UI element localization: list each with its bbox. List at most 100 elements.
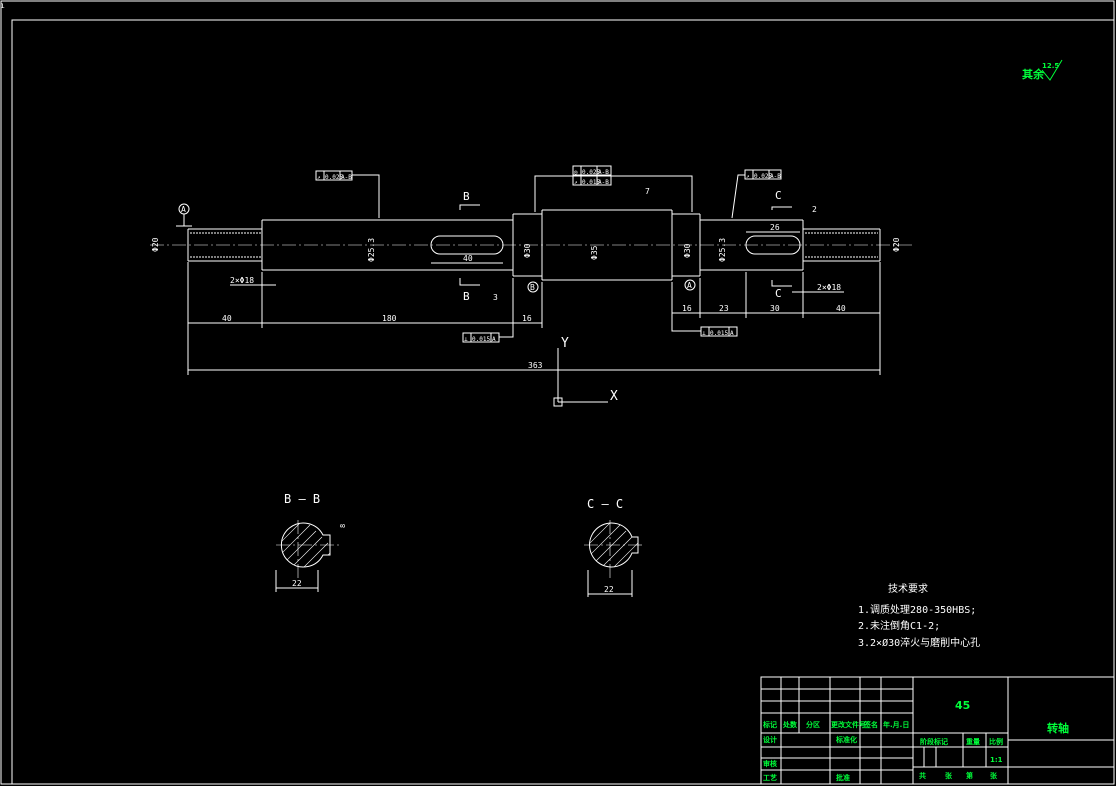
dia-brg-left: Φ30 xyxy=(523,243,532,258)
svg-text:↗: ↗ xyxy=(574,179,578,186)
dim-16-left: 16 xyxy=(522,314,532,323)
fcf-bottom-right: ⊥ 0.015 A xyxy=(671,282,738,337)
fcf-bottom-left: ⊥ 0.015 A xyxy=(462,280,514,343)
svg-text:0.025: 0.025 xyxy=(325,174,343,181)
svg-text:B: B xyxy=(530,283,535,292)
dia-seg5: Φ25.3 xyxy=(718,238,727,262)
section-cc-width: 22 xyxy=(604,585,614,594)
tb-label-sign: 签名 xyxy=(863,720,878,729)
svg-text:A: A xyxy=(181,205,186,214)
drawing-border xyxy=(11,19,1115,785)
dim-26: 26 xyxy=(770,223,780,232)
dim-chamfer-left: 2×Φ18 xyxy=(230,276,254,285)
svg-text:C: C xyxy=(775,287,782,300)
tb-sheet-unit1: 张 xyxy=(945,771,953,780)
roughness-symbol-icon xyxy=(1041,59,1063,81)
title-block: 45 转轴 标记 处数 分区 更改文件号 签名 年.月.日 设计 标准化 审核 … xyxy=(760,676,1115,785)
tb-row-design: 设计 xyxy=(763,735,777,744)
tb-label-change-doc: 更改文件号 xyxy=(831,720,866,729)
shaft-outline xyxy=(187,209,881,281)
svg-text:0.025: 0.025 xyxy=(582,169,600,176)
tb-label-zone: 分区 xyxy=(806,720,820,729)
svg-text:A-B: A-B xyxy=(598,169,609,176)
svg-text:C: C xyxy=(775,189,782,202)
svg-text:0.015: 0.015 xyxy=(710,330,728,337)
tb-sheet-total: 共 xyxy=(919,771,926,780)
svg-text:◎: ◎ xyxy=(574,169,578,176)
dim-363: 363 xyxy=(528,361,543,370)
dim-16-right: 16 xyxy=(682,304,692,313)
dim-23: 23 xyxy=(719,304,729,313)
corner-mark: ı xyxy=(0,1,5,10)
section-mark-b: B B xyxy=(459,190,480,303)
section-bb: B — B 22 8 xyxy=(275,492,347,592)
title-part-name: 转轴 xyxy=(1047,721,1069,735)
tb-sheet-unit2: 张 xyxy=(990,771,998,780)
tb-row-process: 工艺 xyxy=(763,773,777,782)
dia-left-end: Φ20 xyxy=(151,237,160,252)
dimensions: 40 180 16 40 3 16 23 30 40 26 2 7 363 2×… xyxy=(187,187,881,375)
fcf-top-mid: ◎ 0.025 A-B ↗ 0.015 A-B xyxy=(534,165,693,212)
tech-req-item-3: 3.2×Ø30淬火与磨削中心孔 xyxy=(858,636,980,649)
ucs-axis-icon: Y X xyxy=(553,336,618,407)
tech-req-title: 技术要求 xyxy=(888,582,928,595)
tb-weight: 重量 xyxy=(966,737,980,746)
svg-text:↗: ↗ xyxy=(317,174,321,181)
svg-text:↗: ↗ xyxy=(746,173,750,180)
section-cc-title: C — C xyxy=(587,497,623,511)
tb-label-mark: 标记 xyxy=(762,720,777,729)
datum-a-right: A xyxy=(684,279,696,291)
dim-40-key: 40 xyxy=(463,254,473,263)
dia-seg1: Φ25.3 xyxy=(367,238,376,262)
axis-y-label: Y xyxy=(561,336,569,351)
dia-middle: Φ35 xyxy=(590,245,599,260)
svg-text:A: A xyxy=(730,330,734,337)
dim-7: 7 xyxy=(645,187,650,196)
dim-30: 30 xyxy=(770,304,780,313)
roughness-note: 其余 12.5 xyxy=(1022,59,1063,81)
tb-row-approve: 批准 xyxy=(836,773,850,782)
svg-text:⊥: ⊥ xyxy=(702,330,706,337)
tb-sheet-no: 第 xyxy=(966,771,973,780)
section-cc: C — C 22 xyxy=(584,497,645,597)
svg-text:A-B: A-B xyxy=(770,173,781,180)
section-bb-depth: 8 xyxy=(339,524,347,528)
roughness-value: 12.5 xyxy=(1042,62,1059,70)
dia-brg-right: Φ30 xyxy=(683,243,692,258)
dim-3: 3 xyxy=(493,293,498,302)
tb-scale-value: 1:1 xyxy=(990,756,1003,764)
svg-text:A: A xyxy=(687,281,692,290)
dia-right-end: Φ20 xyxy=(892,237,901,252)
fcf-top-left: ↗ 0.025 A-B xyxy=(315,170,380,218)
fcf-top-right: ↗ 0.025 A-B xyxy=(731,169,782,219)
tech-req-item-2: 2.未注倒角C1-2; xyxy=(858,619,940,632)
section-bb-width: 22 xyxy=(292,579,302,588)
tb-row-review: 审核 xyxy=(763,759,777,768)
dim-180: 180 xyxy=(382,314,397,323)
svg-text:0.025: 0.025 xyxy=(754,173,772,180)
svg-text:A-B: A-B xyxy=(598,179,609,186)
tech-req-item-1: 1.调质处理280-350HBS; xyxy=(858,604,976,616)
svg-text:B: B xyxy=(463,290,470,303)
datum-b: B xyxy=(527,281,539,293)
dim-2: 2 xyxy=(812,205,817,214)
technical-requirements: 技术要求 1.调质处理280-350HBS; 2.未注倒角C1-2; 3.2×Ø… xyxy=(858,582,980,649)
tb-scale: 比例 xyxy=(989,737,1003,746)
tb-stage: 阶段标记 xyxy=(920,737,948,746)
svg-text:B: B xyxy=(463,190,470,203)
tb-row-standard: 标准化 xyxy=(835,735,857,744)
keyway-right xyxy=(745,235,801,255)
svg-text:A: A xyxy=(492,336,496,343)
section-mark-c: C C xyxy=(771,189,792,300)
dim-chamfer-right: 2×Φ18 xyxy=(817,283,841,292)
roughness-label: 其余 xyxy=(1022,67,1045,81)
svg-text:A-B: A-B xyxy=(341,174,352,181)
axis-x-label: X xyxy=(610,389,618,404)
dim-40-left: 40 xyxy=(222,314,232,323)
tb-label-date: 年.月.日 xyxy=(883,720,909,729)
svg-text:0.015: 0.015 xyxy=(472,336,490,343)
title-material: 45 xyxy=(955,699,970,712)
section-bb-title: B — B xyxy=(284,492,320,506)
dim-40-right: 40 xyxy=(836,304,846,313)
